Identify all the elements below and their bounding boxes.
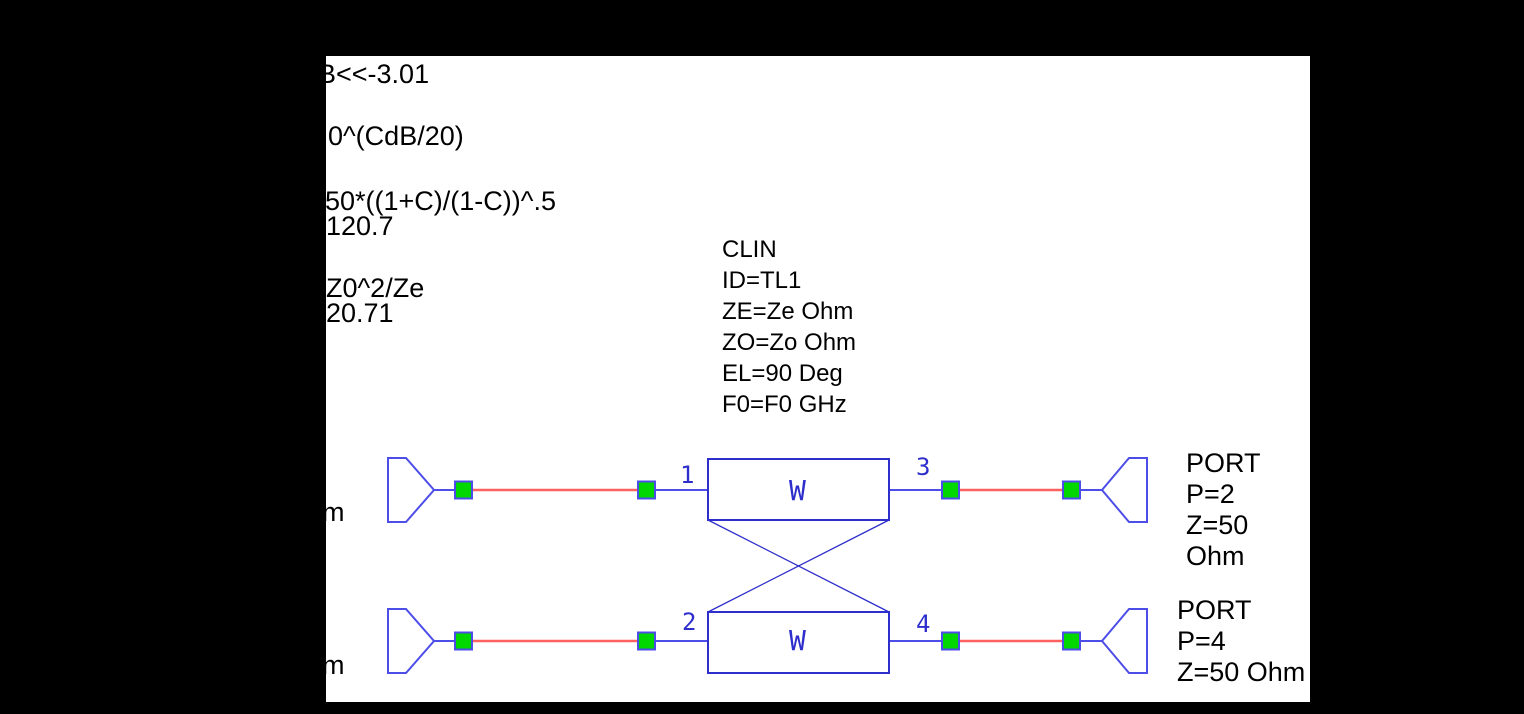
equation-c-formula[interactable]: 0^(CdB/20) [328, 121, 464, 151]
schematic-graphics [387, 457, 1148, 674]
pin-node-port3[interactable] [454, 631, 473, 651]
equation-ze-value[interactable]: 120.7 [326, 211, 394, 241]
port3-symbol[interactable] [387, 608, 436, 674]
pin-node-2[interactable] [637, 631, 656, 651]
pin-node-3[interactable] [941, 480, 960, 500]
pin-number-3: 3 [916, 453, 931, 481]
pin-node-4[interactable] [941, 631, 960, 651]
port3-label-fragment: m [326, 650, 345, 680]
clin-symbol-top-rect[interactable] [707, 458, 890, 521]
port1-label-fragment: m [326, 497, 345, 527]
pin-node-port4[interactable] [1062, 631, 1081, 651]
port2-label-block[interactable]: PORT P=2 Z=50 Ohm [1186, 448, 1261, 571]
conductor-w-bottom: W [789, 624, 806, 657]
clin-parameter-block[interactable]: CLIN ID=TL1 ZE=Ze Ohm ZO=Zo Ohm EL=90 De… [722, 236, 857, 418]
equation-zo-formula[interactable]: Z0^2/Ze [326, 273, 425, 303]
port1-symbol[interactable] [387, 457, 436, 523]
equation-ze-formula[interactable]: 50*((1+C)/(1-C))^.5 [326, 186, 556, 216]
pin-number-4: 4 [916, 610, 931, 638]
pin-node-port2[interactable] [1062, 480, 1081, 500]
equation-cdb-condition[interactable]: B<<-3.01 [326, 59, 430, 89]
pin-number-1: 1 [680, 461, 695, 489]
equation-zo-value[interactable]: 20.71 [326, 298, 394, 328]
clin-symbol-cross-line-2 [707, 519, 890, 613]
port4-label-block[interactable]: PORT P=4 Z=50 Ohm [1177, 595, 1306, 687]
port2-symbol[interactable] [1100, 457, 1148, 523]
pin-number-2: 2 [682, 608, 697, 636]
conductor-w-top: W [789, 474, 806, 507]
pin-node-port1[interactable] [454, 480, 473, 500]
pin-node-1[interactable] [637, 480, 656, 500]
schematic-canvas[interactable]: B<<-3.01 0^(CdB/20) 50*((1+C)/(1-C))^.5 … [326, 56, 1310, 702]
clin-symbol-bottom-rect[interactable] [707, 611, 890, 674]
port4-symbol[interactable] [1100, 608, 1148, 674]
